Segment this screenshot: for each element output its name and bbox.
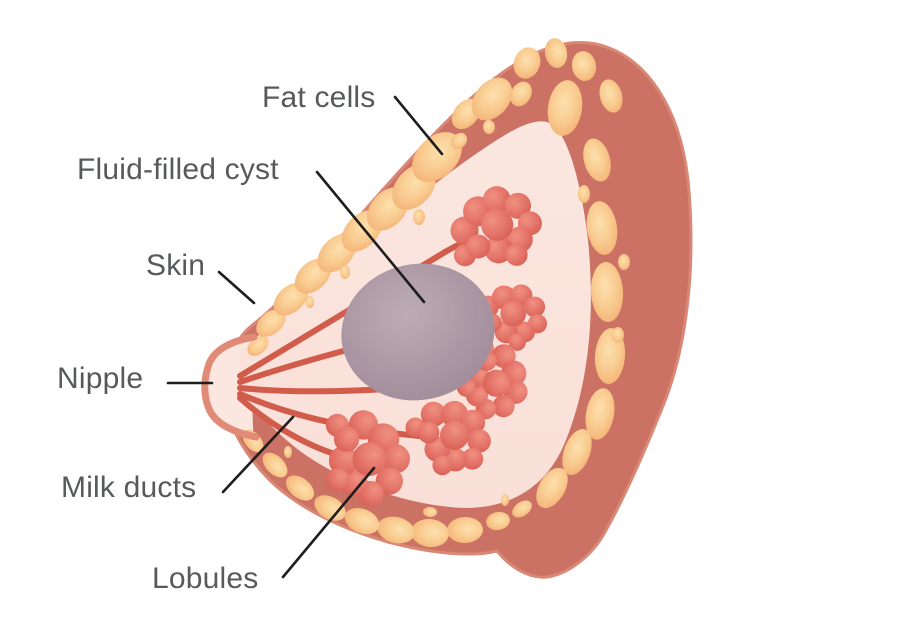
leader-line-fluid-filled-cyst: [315, 170, 426, 304]
label-skin: Skin: [146, 249, 206, 282]
leader-line-fat-cells: [393, 95, 444, 156]
label-fat-cells: Fat cells: [262, 81, 376, 114]
label-nipple: Nipple: [57, 362, 144, 395]
fluid-filled-cyst: [341, 263, 495, 401]
label-milk-ducts: Milk ducts: [61, 471, 197, 504]
label-fluid-filled-cyst: Fluid-filled cyst: [77, 153, 279, 186]
label-lobules: Lobules: [152, 562, 259, 595]
leader-line-lobules: [281, 466, 376, 579]
nipple-outline: [201, 333, 260, 441]
leader-line-milk-ducts: [221, 415, 295, 494]
leader-line-skin: [217, 270, 256, 305]
leader-lines: [166, 95, 444, 579]
